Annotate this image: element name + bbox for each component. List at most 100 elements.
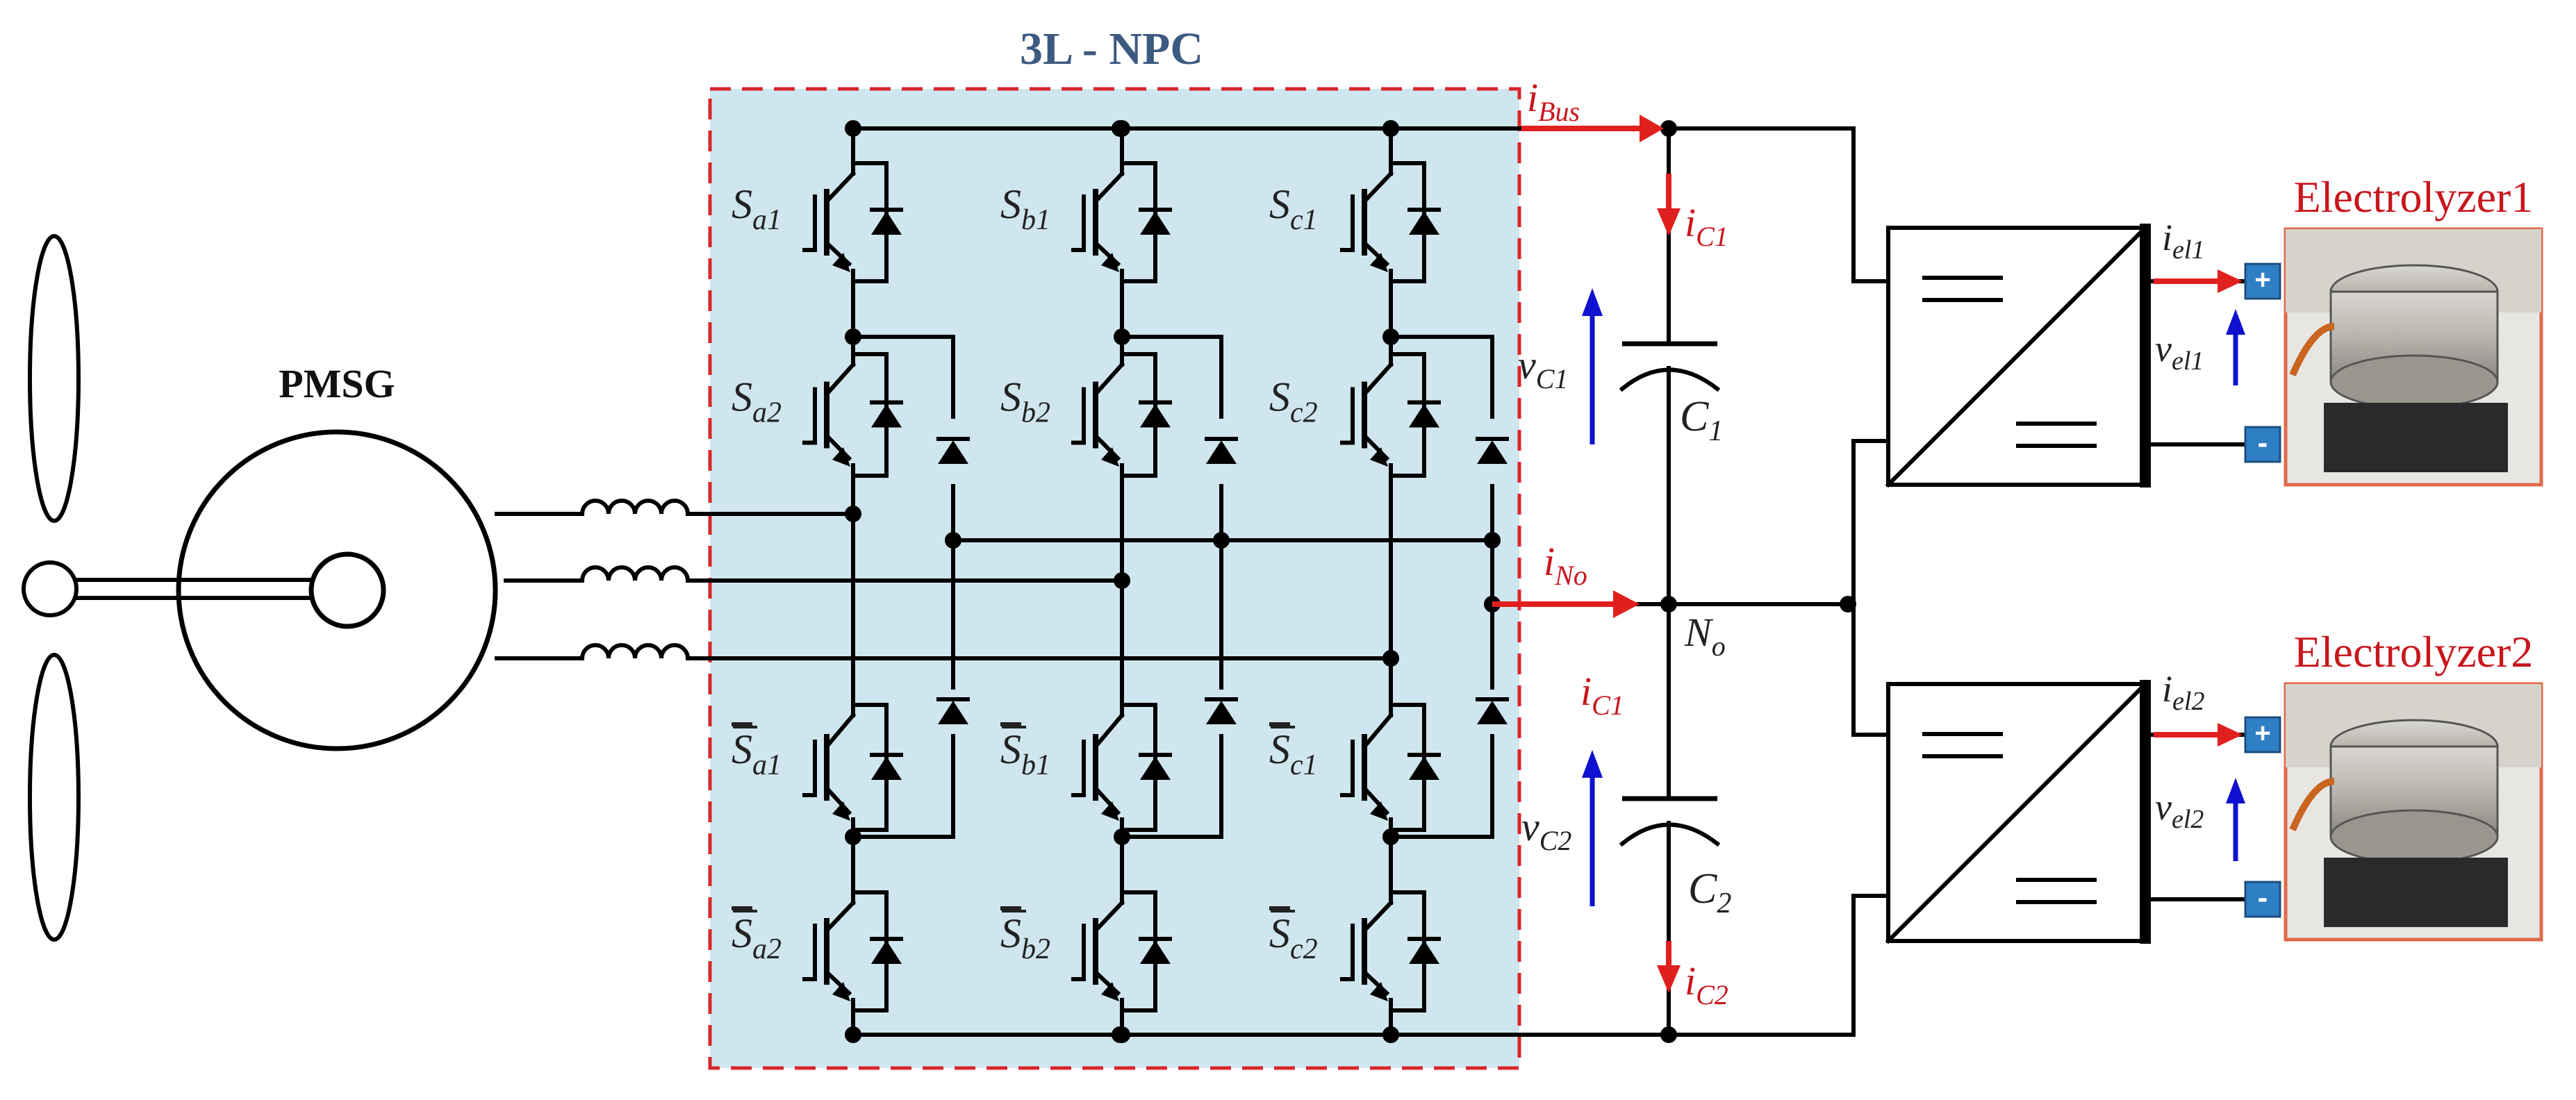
electrolyzer-1-label: Electrolyzer1 (2294, 172, 2534, 222)
diode-body (1409, 211, 1439, 235)
voltage-arrows (1582, 288, 2245, 906)
switch-label: Sc2 (1269, 910, 1318, 965)
iel1-label: iel1 (2162, 217, 2204, 265)
diode-body (1477, 701, 1508, 724)
switch-symbol: S (732, 910, 752, 956)
switch-label: Sc2 (1269, 374, 1318, 429)
switch-symbol: S (1269, 726, 1290, 772)
switch-label: Sa2 (732, 374, 782, 429)
igbt-emitter-arrow (1370, 801, 1388, 821)
pmsg-label: PMSG (279, 361, 395, 406)
ic2-label: iC2 (1685, 958, 1728, 1010)
inductor-phase-c (579, 643, 691, 661)
switch-subscript: c1 (1290, 204, 1318, 236)
vc2-label: vC2 (1521, 804, 1571, 856)
c2-label: C2 (1688, 865, 1731, 919)
igbt-emitter-arrow (1370, 447, 1388, 467)
antiparallel-diode (1407, 753, 1441, 780)
junction-dot (845, 506, 861, 522)
switch-symbol: S (732, 726, 752, 772)
switch-subscript: c2 (1290, 933, 1318, 965)
switch-upper-outer: Sa1 (732, 151, 903, 294)
igbt-collector (1361, 899, 1394, 934)
igbt-emitter-arrow (1101, 253, 1119, 272)
electrolyzer-2-minus-terminal (2244, 881, 2281, 918)
iel2-label: iel2 (2162, 668, 2204, 716)
labels: iBus iC1 vC1 C1 iNo No iC1 vC2 C2 iC2 ie… (1518, 75, 2204, 1010)
electrolyzer-2-label: Electrolyzer2 (2294, 627, 2534, 676)
diode-body (871, 940, 902, 964)
switch-subscript: a1 (752, 204, 782, 236)
antiparallel-diode (870, 208, 903, 235)
ino-label: iNo (1544, 539, 1587, 591)
switch-label: Sb2 (1000, 374, 1050, 429)
igbt-collector (1092, 899, 1125, 934)
switch-subscript: a2 (752, 933, 782, 965)
switch-lower-inner: Sc1 (1269, 692, 1441, 842)
igbt-collector (823, 170, 857, 205)
switch-upper-inner: Sb2 (1000, 342, 1172, 488)
igbt-emitter-arrow (832, 253, 850, 272)
clamp-diode-lower (936, 697, 970, 724)
switch-upper-outer: Sb1 (1000, 151, 1172, 294)
inductor-phase-a (579, 499, 691, 517)
antiparallel-diode (1407, 400, 1441, 428)
antiparallel-diode (1407, 208, 1441, 235)
plus-sign: + (2254, 718, 2270, 749)
vel1-label: vel1 (2155, 328, 2204, 376)
switch-symbol: S (1269, 181, 1290, 227)
switch-label: Sa1 (732, 181, 782, 236)
switch-symbol: S (1269, 374, 1290, 420)
diode-body (938, 440, 968, 464)
vc1-label: vC1 (1518, 342, 1568, 394)
clamp-diode-upper (936, 437, 970, 464)
diode-body (1409, 403, 1439, 428)
diode-body (1409, 756, 1439, 780)
switch-label: Sa1 (732, 726, 782, 781)
switch-subscript: a1 (752, 749, 782, 781)
diode-body (1477, 440, 1508, 464)
turbine-hub (22, 560, 79, 617)
switch-subscript: b1 (1021, 749, 1050, 781)
igbt-collector (1361, 361, 1394, 397)
switch-symbol: S (1269, 910, 1290, 956)
switch-label: Sc1 (1269, 181, 1318, 236)
diode-body (871, 403, 902, 428)
igbt-collector (823, 899, 857, 934)
igbt-emitter-arrow (832, 447, 850, 467)
switch-upper-inner: Sa2 (732, 342, 903, 488)
switch-symbol: S (1000, 910, 1021, 956)
antiparallel-diode (870, 400, 903, 428)
diode-body (938, 701, 968, 724)
electrolyzer-2: Electrolyzer2 + - (2244, 627, 2543, 942)
igbt-emitter-arrow (1101, 801, 1119, 821)
clamp-diode-lower (1476, 697, 1509, 724)
switch-label: Sc1 (1269, 726, 1318, 781)
dcdc-converter-1 (1885, 224, 2151, 488)
igbt-collector (1092, 712, 1125, 750)
turbine-blade-bottom (28, 653, 81, 942)
clamp-diode-lower (1205, 697, 1238, 724)
c1-label: C1 (1680, 393, 1723, 447)
igbt-emitter-arrow (1370, 982, 1388, 1001)
diode-body (1206, 701, 1237, 724)
switch-symbol: S (1000, 181, 1021, 227)
switch-symbol: S (1000, 726, 1021, 772)
diode-body (1140, 403, 1171, 428)
antiparallel-diode (1139, 937, 1172, 964)
switch-lower-outer: Sa2 (732, 880, 903, 1023)
minus-sign: - (2258, 881, 2268, 915)
igbt-emitter-arrow (1101, 447, 1119, 467)
antiparallel-diode (1407, 937, 1441, 964)
switch-lower-outer: Sb2 (1000, 880, 1172, 1023)
diode-body (1140, 211, 1171, 235)
electrolyzer-2-plus-terminal (2244, 716, 2281, 753)
dcdc-converters (1851, 126, 2247, 1037)
pmsg-generator: PMSG (74, 361, 498, 751)
antiparallel-diode (1139, 753, 1172, 780)
turbine-blade-top (28, 234, 81, 523)
clamp-diode-upper (1205, 437, 1238, 464)
clamp-diode-upper (1476, 437, 1509, 464)
